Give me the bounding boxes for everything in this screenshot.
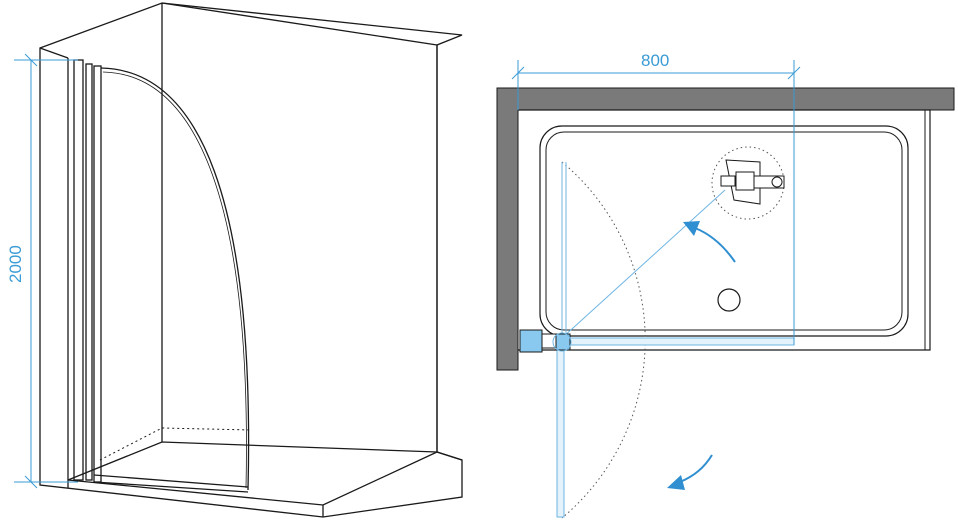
glass-curve [100,67,250,491]
glass-bottom-edge [93,481,249,493]
glass-curve-inner [102,71,247,489]
detail-hinge-icon [720,159,785,205]
drain-icon [717,288,741,312]
glass-panel-closed [561,337,795,346]
rotate-arrow-icon [679,454,713,483]
perspective-view [39,2,463,518]
glass-profile-outer [73,59,84,481]
glass-bottom-edge-2 [93,474,249,488]
plan-view: 800 [496,51,955,519]
height-label: 2000 [6,245,25,283]
glass-panel-diagonal [561,189,726,339]
glass-panel-open [556,344,565,518]
bathtub-basin-outer [539,125,909,337]
tray-right-edge [436,451,463,461]
glass-profile-inner [85,63,93,481]
height-tick-top [24,53,38,67]
height-dimension [14,53,78,489]
width-tick-right [787,66,801,80]
bathtub-basin-inner [545,131,903,331]
wall-outline [39,2,463,518]
bathtub-outline [518,109,931,351]
rotate-arrow-head-close [667,475,685,490]
width-tick-left [511,66,525,80]
rotate-arrow-icon [694,227,736,263]
hinge-icon [519,329,572,353]
wall-left-inner [39,47,69,59]
width-dimension [511,60,801,345]
glass-profile-rail [93,65,102,483]
height-tick-bottom [24,475,38,489]
wall-inner-top [161,2,438,46]
rotate-arrow-head-open [683,221,700,236]
width-label: 800 [641,51,669,70]
tray-top [67,441,438,506]
